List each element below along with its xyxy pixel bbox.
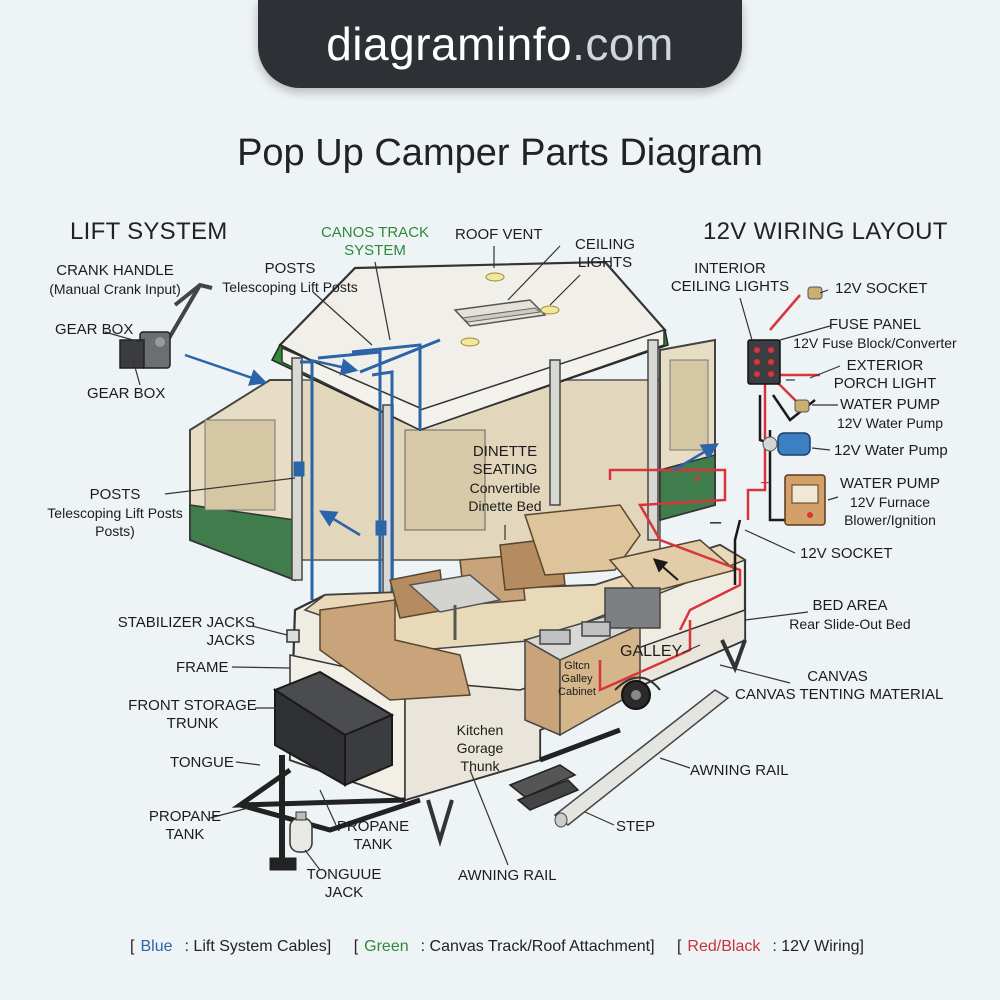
leader-lines [104,245,841,871]
gear-box [119,282,213,369]
label-water-pump-1: WATER PUMP 12V Water Pump [836,396,944,431]
label-posts-left: POSTS Telescoping Lift Posts Posts) [47,486,183,539]
tongue-frame [231,727,621,871]
water-pump-icon [762,432,811,456]
label-galley: GALLEY [620,643,683,660]
svg-text:–: – [710,511,722,533]
legend-blue: [Blue: Lift System Cables] [130,938,332,955]
site-banner: diagraminfo.com [258,0,742,88]
section-12v-wiring: 12V WIRING LAYOUT [703,218,948,245]
label-kitchen-storage: Kitchen Gorage Thunk [456,722,504,774]
svg-text:+: + [760,475,769,492]
label-propane-tank-right: PROPANE TANK [336,818,410,853]
label-step: STEP [616,818,656,835]
legend: [Blue: Lift System Cables] [Green: Canva… [0,938,1000,956]
legend-red: [Red/Black: 12V Wiring] [676,938,864,955]
label-dinette-seating: DINETTE SEATING Convertible Dinette Bed [468,443,542,514]
label-canvas-track: CANOS TRACK SYSTEM [320,224,430,259]
label-awning-rail-bottom: AWNING RAIL [458,867,557,884]
label-bed-area: BED AREA Rear Slide-Out Bed [789,597,911,632]
svg-text:+: + [693,471,702,488]
lift-cables [293,338,441,645]
legend-green: [Green: Canvas Track/Roof Attachment] [353,938,655,955]
label-exterior-porch-light: EXTERIOR PORCH LIGHT [833,357,937,392]
label-tongue-jack: TONGUUE JACK [306,866,382,901]
front-storage-trunk [272,670,395,787]
label-crank-handle: CRANK HANDLE (Manual Crank Input) [49,262,181,297]
site-name[interactable]: diagraminfo.com [326,18,674,70]
fuse-panel [747,339,781,385]
label-fuse-panel: FUSE PANEL 12V Fuse Block/Converter [793,316,957,351]
label-front-storage-trunk: FRONT STORAGE TRUNK [128,697,257,732]
socket-12v-icon [807,286,823,300]
label-frame: FRAME [176,659,229,676]
label-interior-ceiling-lights: INTERIOR CEILING LIGHTS [670,260,790,295]
label-gear-box-1: GEAR BOX [55,321,134,338]
label-12v-socket-top: 12V SOCKET [835,280,928,297]
stabilizer-jacks [286,629,747,847]
step [508,764,580,811]
svg-text:–: – [786,371,795,388]
wheel [614,676,661,710]
page-title: Pop Up Camper Parts Diagram [237,132,763,174]
label-water-pump-3: WATER PUMP 12V Furnace Blower/Ignition [840,475,940,528]
label-water-pump-2: 12V Water Pump [834,442,948,459]
label-galley-cabinet: Gltcn Galley Cabinet [558,660,596,698]
label-gear-box-2: GEAR BOX [87,385,166,402]
leader-arrows [184,353,720,581]
label-canvas: CANVAS CANVAS TENTING MATERIAL [735,668,944,703]
porch-light-icon [794,399,810,413]
propane-tank [289,811,313,853]
label-propane-tank-left: PROPANE TANK [148,808,222,843]
awning-rail [553,689,730,828]
label-12v-socket-mid: 12V SOCKET [800,545,893,562]
roof [270,260,669,432]
dinette-seating [319,504,641,701]
furnace-icon [784,474,826,526]
label-posts-top: POSTS Telescoping Lift Posts [222,260,358,295]
section-lift-system: LIFT SYSTEM [70,218,228,245]
label-tongue: TONGUE [170,754,234,771]
label-ceiling-lights: CEILING LIGHTS [574,236,635,271]
label-awning-rail-right: AWNING RAIL [690,762,789,779]
label-roof-vent: ROOF VENT [455,226,543,243]
label-stabilizer-jacks: STABILIZER JACKS JACKS [117,614,255,649]
polarity-marks: + + – – [693,371,795,533]
